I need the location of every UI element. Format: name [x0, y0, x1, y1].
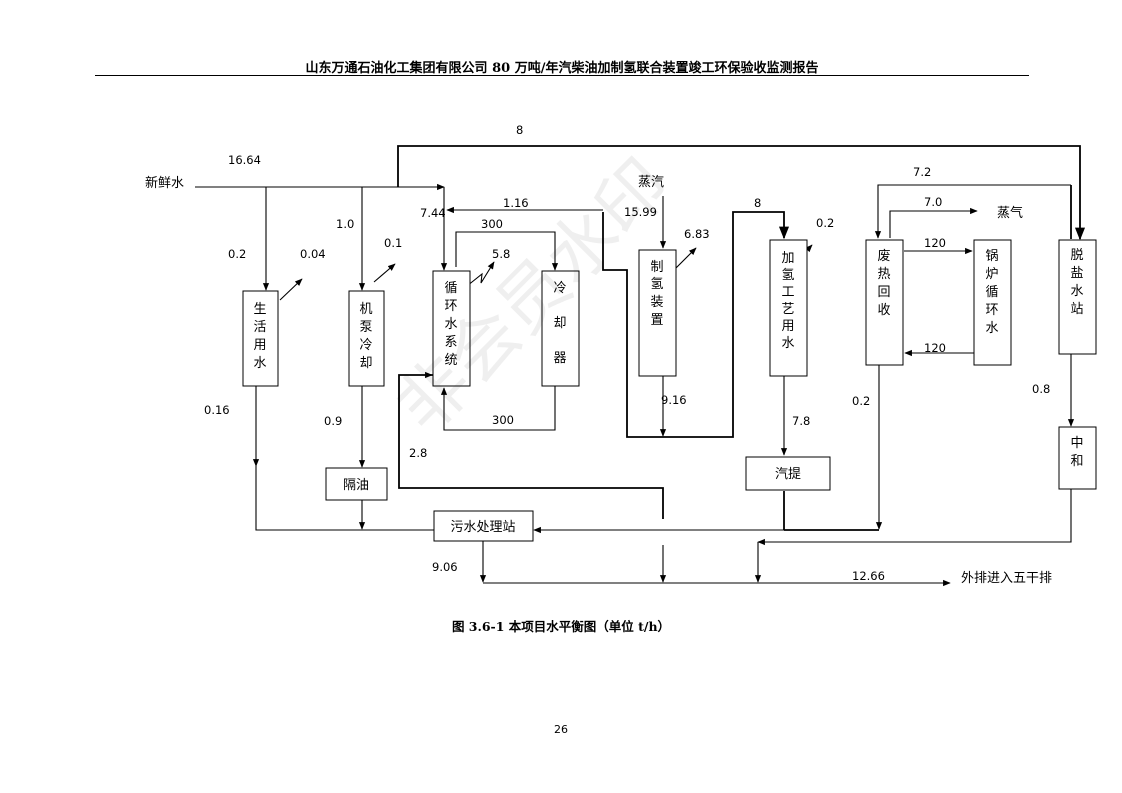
- boiler-out-label: 120: [924, 236, 946, 250]
- boiler-water-box: [973, 239, 1012, 366]
- pump-loss-label: 0.1: [384, 236, 402, 250]
- heatrec-char-2: 回: [877, 285, 890, 300]
- circ-cool-label: 300: [481, 217, 503, 231]
- boiler-char-1: 炉: [985, 267, 998, 282]
- report-header-title: 山东万通石油化工集团有限公司 80 万吨/年汽柴油加制氢联合装置竣工环保验收监测…: [305, 61, 819, 76]
- heat-out-label: 0.2: [852, 394, 870, 408]
- heatrec-char-1: 热: [877, 267, 890, 282]
- hydro-char-2: 工: [781, 285, 794, 300]
- circ-water-char-2: 水: [444, 317, 457, 332]
- desalt-char-0: 脱: [1070, 248, 1083, 263]
- boiler-char-4: 水: [985, 321, 998, 336]
- oil-separator-label: 隔油: [343, 478, 369, 493]
- steam-out-label: 蒸气: [997, 205, 1023, 221]
- header-rule: [95, 75, 1029, 76]
- fresh-water-label: 新鲜水: [145, 175, 184, 191]
- neutral-char-1: 和: [1070, 454, 1083, 469]
- circ-blowdown-label: 2.8: [409, 446, 427, 460]
- neutralization-box: [1058, 426, 1097, 490]
- boiler-return-label: 120: [924, 341, 946, 355]
- hydro-char-3: 艺: [781, 302, 794, 317]
- pump-cooling-char-3: 却: [359, 356, 372, 371]
- boiler-char-2: 循: [985, 285, 998, 300]
- hydro-out-label: 7.8: [792, 414, 810, 428]
- wwtp-out-label: 9.06: [432, 560, 458, 574]
- domestic-loss-label: 0.04: [300, 247, 326, 261]
- steam-out-flow-label: 7.0: [924, 195, 942, 209]
- cooler-char-1: 却: [553, 316, 566, 331]
- cooler-char-2: 器: [553, 351, 566, 366]
- hydrogen-unit-box: [638, 249, 677, 377]
- hydro-char-5: 水: [781, 336, 794, 351]
- top-flow-label: 8: [516, 123, 523, 137]
- heatrec-char-0: 废: [877, 248, 890, 264]
- domestic-water-char-2: 用: [253, 338, 266, 353]
- circ-loss-label: 5.8: [492, 247, 510, 261]
- desalt-out-label: 0.8: [1032, 382, 1050, 396]
- circ-return-label: 300: [492, 413, 514, 427]
- return-flow-label: 1.16: [503, 196, 529, 210]
- domestic-water-char-1: 活: [253, 320, 266, 335]
- cooler-box: [541, 270, 580, 387]
- boiler-char-0: 锅: [985, 248, 998, 264]
- discharge-label: 12.66: [852, 569, 885, 583]
- hydro-char-0: 加: [781, 251, 794, 266]
- heat-recovery-box: [865, 239, 904, 366]
- hydro-in-label: 8: [754, 196, 761, 210]
- neutral-char-0: 中: [1070, 436, 1083, 451]
- page-number: 26: [554, 723, 568, 736]
- wastewater-plant-label: 污水处理站: [450, 520, 515, 535]
- domestic-out-label: 0.16: [204, 403, 230, 417]
- hydro-char-1: 氢: [781, 268, 794, 283]
- stripper-label: 汽提: [775, 466, 801, 482]
- cooler-char-0: 冷: [553, 281, 566, 296]
- fresh-flow-label: 16.64: [228, 153, 261, 167]
- pump-in-label: 1.0: [336, 217, 354, 231]
- h2-out-label: 9.16: [661, 393, 687, 407]
- pump-cooling-box: [348, 290, 385, 387]
- steam-flow-label: 15.99: [624, 205, 657, 219]
- stripper-box: [745, 456, 831, 491]
- steam-label: 蒸汽: [638, 175, 664, 190]
- heatrec-char-3: 收: [877, 303, 890, 318]
- figure-caption: 图 3.6-1 本项目水平衡图（单位 t/h）: [451, 619, 671, 634]
- wastewater-plant-box: [433, 510, 534, 542]
- pump-cooling-char-1: 泵: [359, 320, 372, 335]
- circ-in-label: 7.44: [420, 206, 446, 220]
- circulating-water-box: [432, 270, 471, 387]
- hydro-char-4: 用: [781, 319, 794, 334]
- h2-loss-label: 6.83: [684, 227, 710, 241]
- circ-water-char-4: 统: [444, 353, 457, 368]
- hydro-process-box: [769, 239, 808, 377]
- heat-top-label: 7.2: [913, 165, 931, 179]
- domestic-in-label: 0.2: [228, 247, 246, 261]
- domestic-water-box: [242, 290, 279, 387]
- circ-water-char-1: 环: [444, 299, 457, 314]
- circ-water-char-0: 循: [444, 281, 457, 296]
- desalt-char-1: 盐: [1070, 266, 1083, 281]
- h2-unit-char-0: 制: [650, 260, 663, 275]
- circ-water-char-3: 系: [444, 335, 457, 350]
- desalt-char-3: 站: [1070, 302, 1083, 317]
- pump-out-label: 0.9: [324, 414, 342, 428]
- pump-cooling-char-2: 冷: [359, 338, 372, 353]
- pump-cooling-char-0: 机: [359, 302, 372, 317]
- desalt-char-2: 水: [1070, 284, 1083, 299]
- discharge-dest-label: 外排进入五干排: [961, 571, 1052, 586]
- h2-unit-char-2: 装: [650, 295, 663, 310]
- h2-unit-char-1: 氢: [650, 277, 663, 292]
- hydro-loss-label: 0.2: [816, 216, 834, 230]
- domestic-water-char-3: 水: [253, 356, 266, 371]
- oil-separator-box: [325, 467, 388, 501]
- h2-unit-char-3: 置: [650, 313, 663, 328]
- desalt-station-box: [1058, 239, 1097, 355]
- domestic-water-char-0: 生: [253, 302, 266, 317]
- boiler-char-3: 环: [985, 303, 998, 318]
